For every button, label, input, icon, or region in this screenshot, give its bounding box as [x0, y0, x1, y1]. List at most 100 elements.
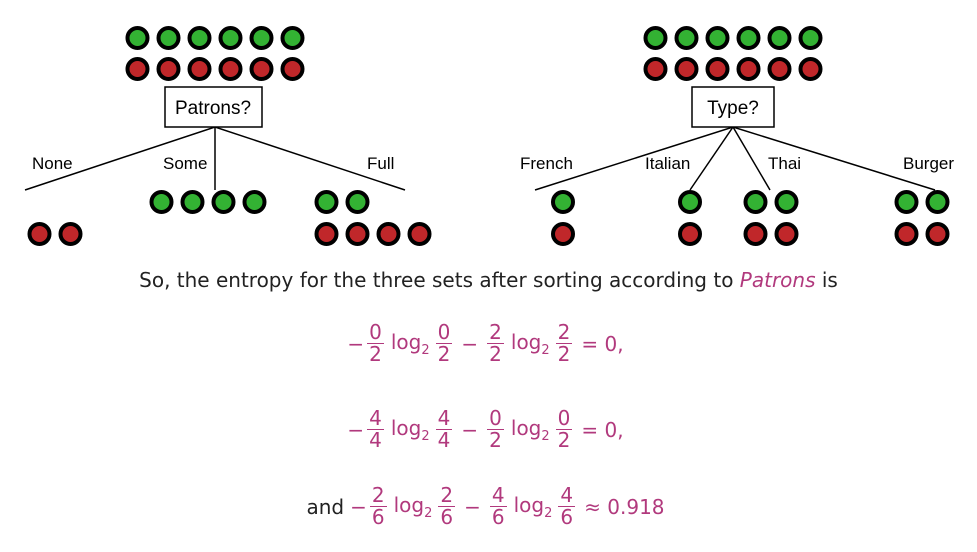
positive-example-dot	[925, 190, 950, 214]
minus-sign: −	[464, 494, 481, 519]
log-operator: log2	[390, 415, 430, 444]
positive-example-dot	[218, 26, 243, 50]
negative-example-dot	[767, 57, 792, 81]
branch-label-thai: Thai	[768, 154, 801, 173]
branch-line-french	[534, 126, 734, 191]
branch-line-full	[214, 126, 406, 191]
minus-sign: −	[461, 331, 479, 356]
equation-result: = 0,	[581, 331, 624, 356]
equation-result: = 0,	[581, 417, 624, 442]
minus-sign: −	[347, 417, 365, 442]
branch-line-burger	[732, 126, 936, 191]
type-question-box	[691, 86, 775, 128]
positive-example-dot	[345, 190, 370, 214]
positive-example-dot	[767, 26, 792, 50]
negative-example-dot	[798, 57, 823, 81]
positive-example-dot	[249, 26, 274, 50]
positive-example-dot	[211, 190, 236, 214]
positive-example-dot	[736, 26, 761, 50]
negative-example-dot	[743, 222, 768, 246]
positive-example-dot	[551, 190, 575, 214]
branch-line-italian	[689, 126, 734, 191]
branch-label-italian: Italian	[645, 154, 690, 173]
positive-example-dot	[705, 26, 730, 50]
positive-example-dot	[678, 190, 702, 214]
minus-sign: −	[347, 331, 365, 356]
sentence-highlight-patrons: Patrons	[739, 268, 816, 292]
negative-example-dot	[187, 57, 212, 81]
negative-example-dot	[705, 57, 730, 81]
negative-example-dot	[314, 222, 339, 246]
positive-example-dot	[125, 26, 150, 50]
branch-line-thai	[732, 126, 771, 191]
negative-example-dot	[376, 222, 401, 246]
negative-example-dot	[58, 222, 83, 246]
type-question-label: Type?	[707, 98, 759, 119]
negative-example-dot	[551, 222, 575, 246]
patrons-question-box	[164, 86, 263, 128]
branch-label-some: Some	[163, 154, 207, 173]
log-operator: log2	[513, 492, 553, 521]
negative-example-dot	[736, 57, 761, 81]
log-operator: log2	[510, 329, 550, 358]
positive-example-dot	[149, 190, 174, 214]
negative-example-dot	[27, 222, 52, 246]
positive-example-dot	[894, 190, 919, 214]
positive-example-dot	[242, 190, 267, 214]
positive-example-dot	[798, 26, 823, 50]
negative-example-dot	[774, 222, 799, 246]
negative-example-dot	[643, 57, 668, 81]
negative-example-dot	[678, 222, 702, 246]
positive-example-dot	[774, 190, 799, 214]
positive-example-dot	[743, 190, 768, 214]
and-word: and	[306, 494, 345, 519]
positive-example-dot	[180, 190, 205, 214]
positive-example-dot	[643, 26, 668, 50]
positive-example-dot	[674, 26, 699, 50]
positive-example-dot	[156, 26, 181, 50]
branch-label-burger: Burger	[903, 154, 954, 173]
sentence-text-before: So, the entropy for the three sets after…	[139, 268, 740, 292]
example-dots	[27, 26, 950, 246]
equation-result: ≈ 0.918	[584, 494, 665, 519]
positive-example-dot	[280, 26, 305, 50]
branch-label-full: Full	[367, 154, 394, 173]
minus-sign: −	[461, 417, 479, 442]
minus-sign: −	[350, 494, 367, 519]
branch-label-french: French	[520, 154, 573, 173]
negative-example-dot	[280, 57, 305, 81]
negative-example-dot	[156, 57, 181, 81]
negative-example-dot	[249, 57, 274, 81]
negative-example-dot	[218, 57, 243, 81]
entropy-sentence: So, the entropy for the three sets after…	[0, 268, 977, 292]
branch-line-none	[24, 126, 216, 191]
branch-label-none: None	[32, 154, 73, 173]
negative-example-dot	[674, 57, 699, 81]
decision-tree-diagram: Patrons? None Some Full Type? French Ita…	[24, 26, 954, 246]
negative-example-dot	[894, 222, 919, 246]
negative-example-dot	[925, 222, 950, 246]
negative-example-dot	[125, 57, 150, 81]
negative-example-dot	[407, 222, 432, 246]
patrons-question-label: Patrons?	[175, 98, 251, 119]
log-operator: log2	[510, 415, 550, 444]
sentence-text-after: is	[815, 268, 838, 292]
negative-example-dot	[345, 222, 370, 246]
positive-example-dot	[187, 26, 212, 50]
log-operator: log2	[390, 329, 430, 358]
log-operator: log2	[393, 492, 433, 521]
